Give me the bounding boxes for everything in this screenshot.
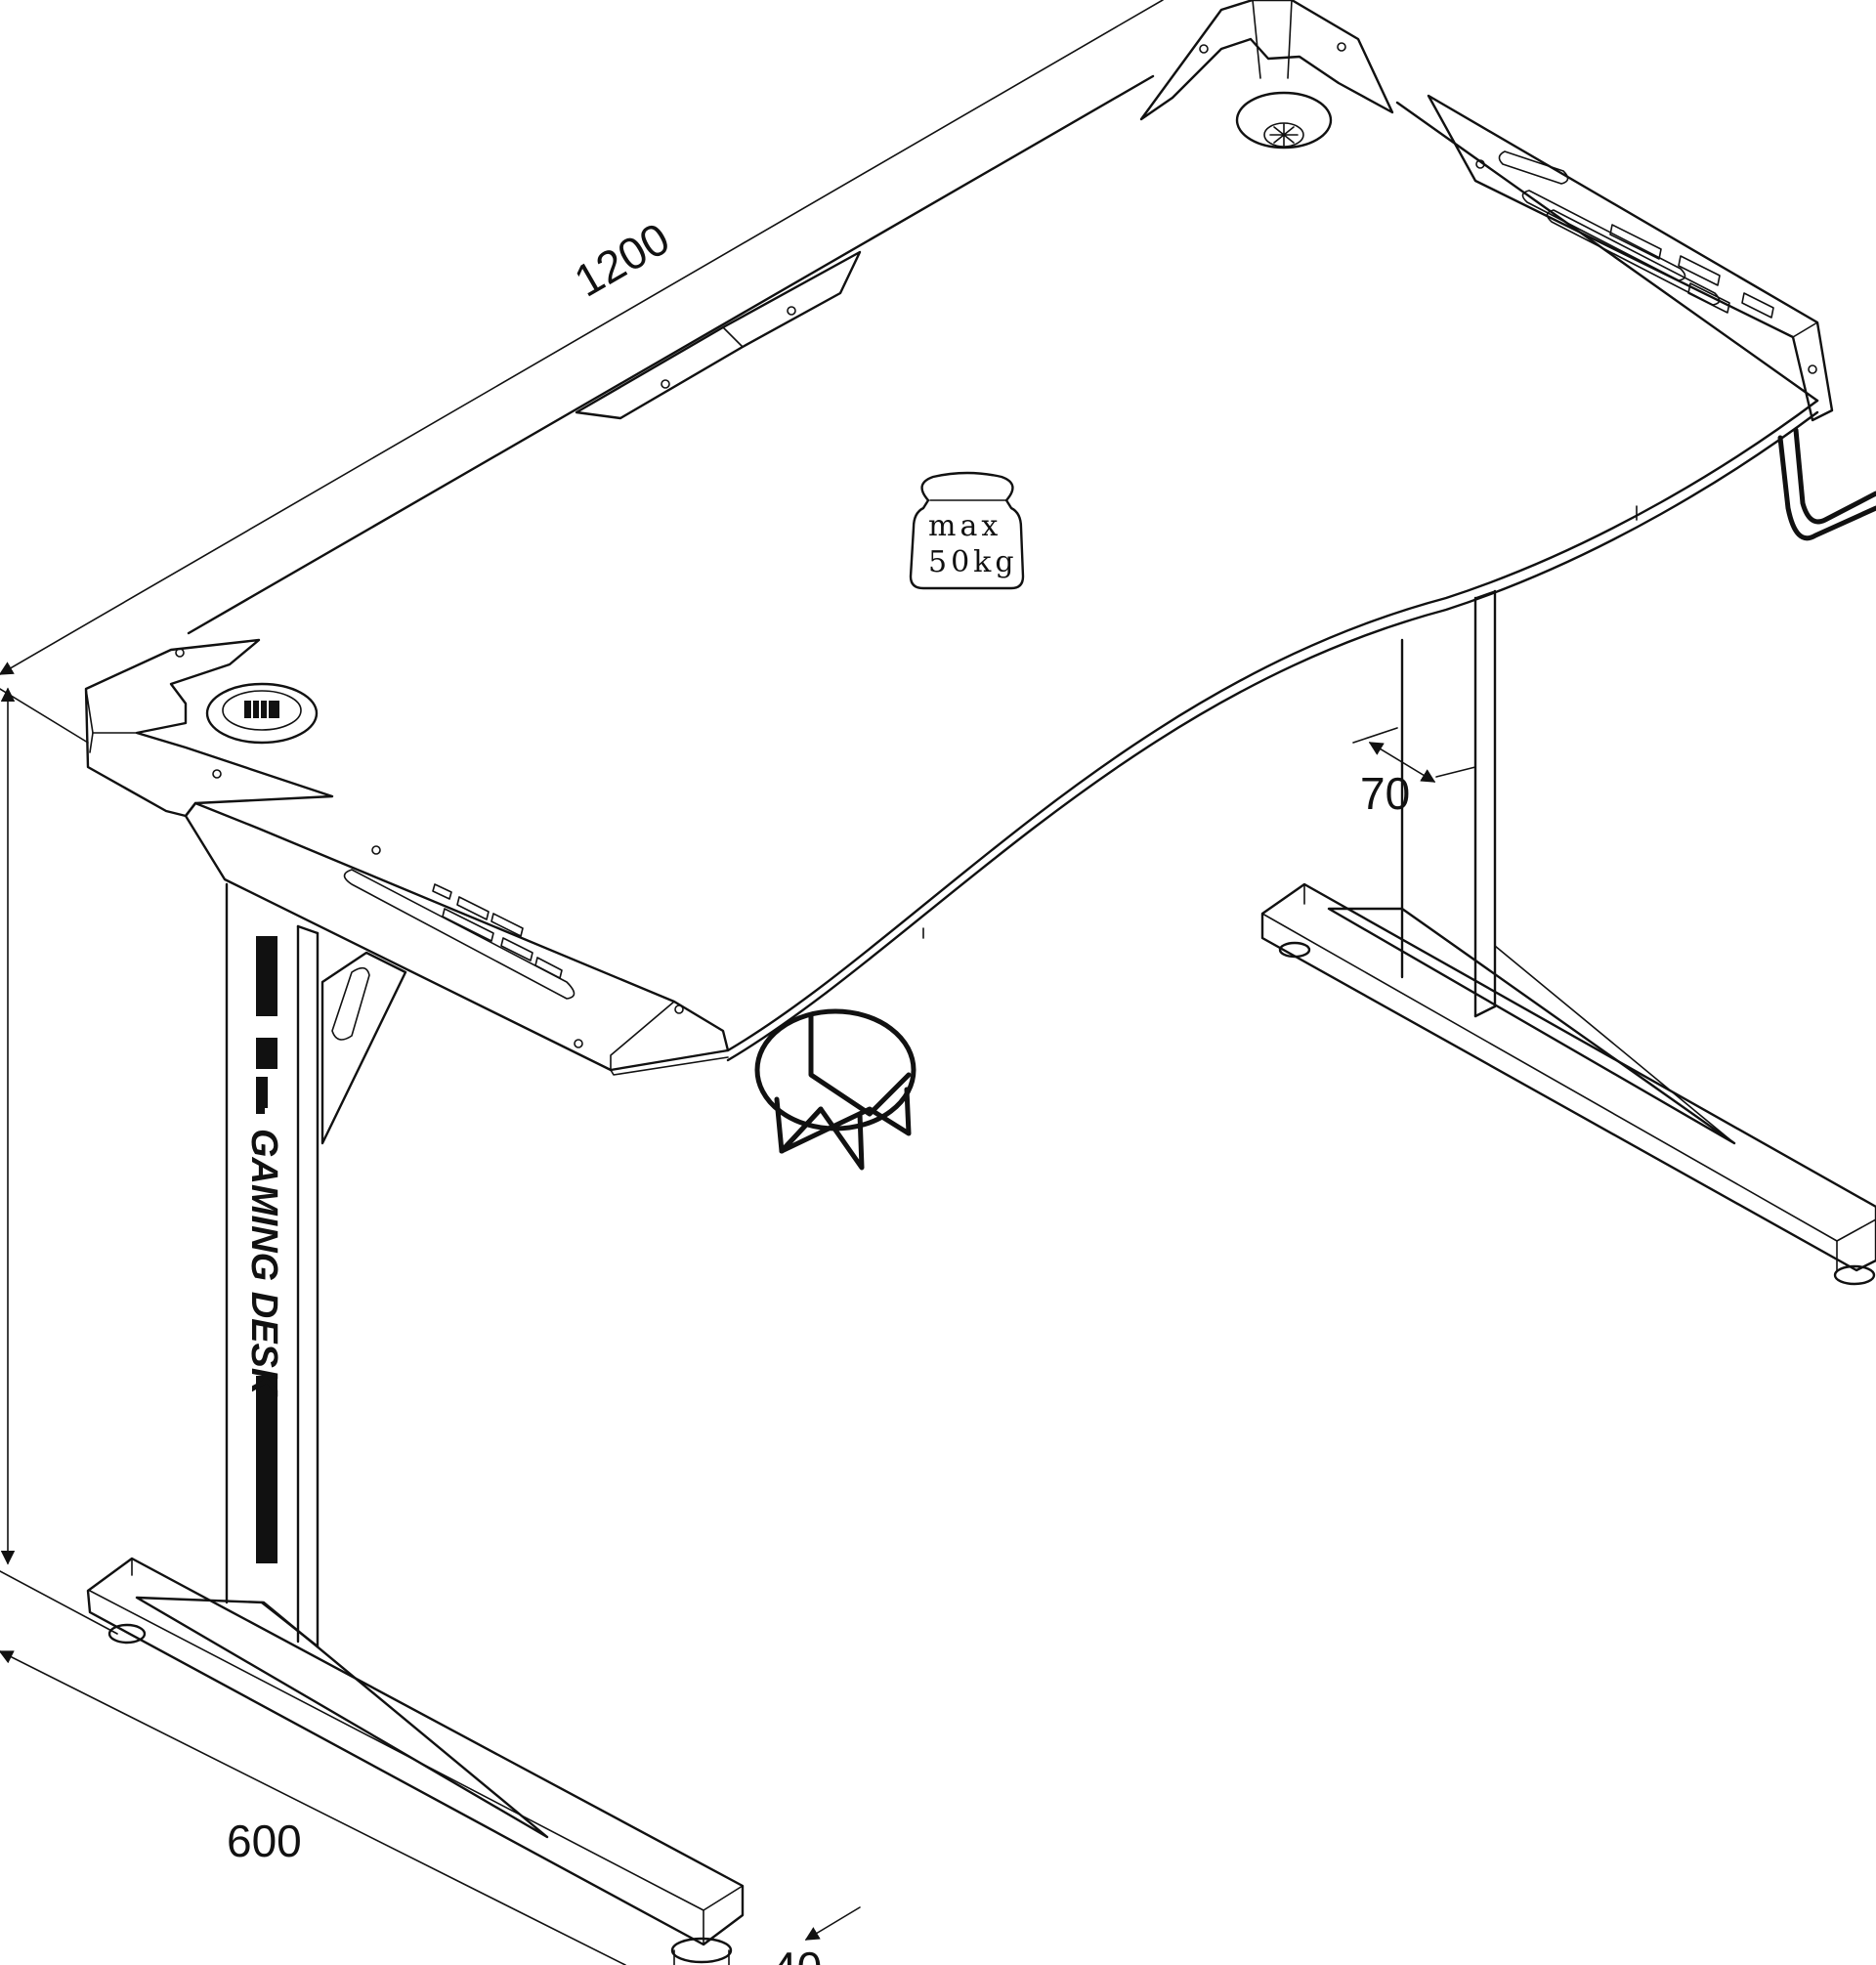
- depth-dimension: 600: [0, 1570, 626, 1965]
- leg-width-label: 70: [1360, 768, 1410, 819]
- left-leg: GAMING DESK: [225, 882, 320, 1648]
- weight-label-kg: 50kg: [928, 545, 1018, 579]
- headphone-hook-icon: [1777, 427, 1876, 541]
- weight-label-max: max: [928, 509, 1002, 543]
- foot-height-label: 40: [772, 1943, 822, 1965]
- desktop-surface: [187, 74, 1819, 1062]
- height-dimension: [0, 687, 89, 1565]
- side-slots: [1498, 150, 1774, 319]
- weight-icon: max 50kg: [909, 471, 1025, 590]
- usb-hub-icon: [205, 682, 319, 745]
- right-foot: [1260, 882, 1876, 1286]
- brand-label: GAMING DESK: [243, 1129, 284, 1397]
- back-corner-bracket: [1139, 0, 1394, 121]
- foot-height-dimension: 40: [772, 1906, 861, 1965]
- leg-stripes: [256, 936, 277, 1563]
- left-corner-bracket: [84, 638, 334, 818]
- left-brace: [320, 951, 407, 1145]
- depth-label: 600: [227, 1815, 302, 1866]
- cup-holder-icon: [754, 1008, 917, 1171]
- back-center-bracket: [575, 250, 862, 420]
- cable-grommet-icon: [1235, 91, 1333, 150]
- leg-width-dimension: 70: [1352, 727, 1476, 819]
- width-label: 1200: [566, 212, 678, 306]
- side-slots-left: [343, 869, 576, 1000]
- right-side-bracket: [1427, 94, 1834, 422]
- right-leg: [1400, 589, 1497, 1018]
- left-side-bracket: [184, 801, 730, 1076]
- left-foot: [86, 1557, 745, 1965]
